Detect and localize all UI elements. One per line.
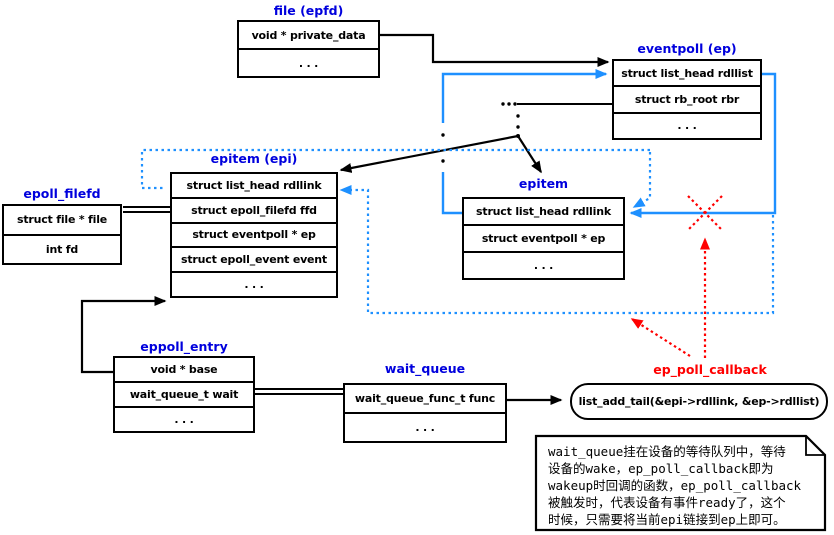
field-row: struct eventpoll * ep <box>464 224 623 251</box>
field-row: void * base <box>150 363 218 376</box>
dotted-readylist-top-to-epitem-epi <box>140 148 650 190</box>
red-arrow-callback-to-readylist <box>630 318 691 357</box>
field-row: struct list_head rdllink <box>186 178 322 192</box>
field-row: struct file * file <box>16 213 108 227</box>
note-line: 时候，只需要将当前epi链接到ep上即可。 <box>548 511 786 527</box>
struct-title-epoll-filefd: epoll_filefd <box>23 186 101 201</box>
field-row: struct epoll_filefd ffd <box>172 196 336 222</box>
field-row: struct rb_root rbr <box>614 85 760 111</box>
field-row: . . . <box>614 111 760 138</box>
rbtree-ellipsis-dots <box>441 102 520 163</box>
list-add-tail-bubble: list_add_tail(&epi->rdllink, &ep->rdllis… <box>570 383 828 420</box>
struct-title-epitem2: epitem <box>518 176 569 191</box>
struct-box-epitem2: struct list_head rdllink struct eventpol… <box>462 197 625 280</box>
arrow-rdllist-to-epitem2-rdllink <box>629 72 777 218</box>
arrow-epitem2-rdllink-to-rdllist <box>441 74 606 215</box>
note-annotation: wait_queue挂在设备的等待队列中，等待 设备的wake，ep_poll_… <box>548 444 822 529</box>
arrow-rbtree-to-epitem-epi <box>339 134 519 173</box>
struct-box-eventpoll: struct list_head rdllist struct rb_root … <box>612 59 762 140</box>
field-row: void * private_data <box>251 28 366 42</box>
struct-box-epitem-epi: struct list_head rdllink struct epoll_fi… <box>170 172 338 298</box>
field-row: struct list_head rdllist <box>621 66 753 80</box>
struct-title-eventpoll: eventpoll (ep) <box>637 41 737 56</box>
struct-box-file: void * private_data . . . <box>237 20 380 78</box>
struct-box-eppoll-entry: void * base wait_queue_t wait . . . <box>113 356 255 433</box>
field-row: wait_queue_t wait <box>115 381 253 406</box>
field-row: . . . <box>115 406 253 431</box>
field-row: struct epoll_event event <box>172 246 336 271</box>
field-row: . . . <box>464 251 623 278</box>
field-row: . . . <box>239 48 378 76</box>
arrow-rbtree-to-epitem2 <box>517 135 542 174</box>
doubleline-epoll-filefd-to-ffd <box>123 206 172 213</box>
field-row: wait_queue_func_t func <box>354 392 496 405</box>
struct-box-epoll-filefd: struct file * file int fd <box>2 204 122 265</box>
note-line: 被触发时，代表设备有事件ready了，这个 <box>548 494 786 510</box>
field-row: struct eventpoll * ep <box>172 221 336 247</box>
red-cross-mark <box>687 195 723 231</box>
arrow-file-private-data-to-eventpoll <box>379 33 610 67</box>
ep-poll-callback-label: ep_poll_callback <box>653 362 767 377</box>
struct-title-file: file (epfd) <box>273 3 344 18</box>
field-row: struct list_head rdllink <box>476 205 611 218</box>
struct-title-epitem-epi: epitem (epi) <box>210 151 298 166</box>
field-row: . . . <box>172 271 336 296</box>
dotted-readylist-to-epitem2 <box>632 152 652 208</box>
arrow-eppoll-entry-base-to-epitem-epi <box>80 296 167 374</box>
note-line: wait_queue挂在设备的等待队列中，等待 <box>548 444 786 459</box>
note-fold-icon <box>805 436 825 456</box>
note-line: wakeup时回调的函数，ep_poll_callback <box>548 477 802 493</box>
doubleline-wait-to-wait-queue <box>255 388 344 395</box>
field-row: . . . <box>345 412 505 441</box>
struct-title-wait-queue: wait_queue <box>384 361 466 376</box>
note-line: 设备的wake，ep_poll_callback即为 <box>548 460 774 476</box>
field-row: int fd <box>4 233 120 264</box>
struct-title-eppoll-entry: eppoll_entry <box>140 339 228 354</box>
note-shape <box>534 434 827 532</box>
struct-box-wait-queue: wait_queue_func_t func . . . <box>343 383 507 443</box>
